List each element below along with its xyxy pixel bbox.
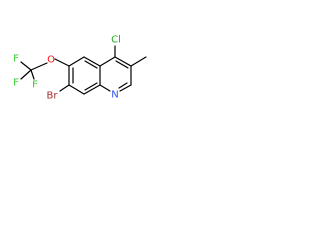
atom-fluorine-3: F (32, 80, 38, 91)
bond-c7-br (59, 84, 70, 92)
molecule-structure: F F F O Cl Br N (13, 35, 147, 102)
bond-c2-n (119, 84, 132, 92)
bond-c-f3 (30, 69, 35, 80)
bond-o-c6 (54, 58, 70, 67)
bond-c8-c8a (83, 84, 101, 95)
bonds (20, 45, 147, 95)
bond-c4a-c4 (99, 56, 116, 67)
atom-fluorine-2: F (13, 78, 19, 89)
bond-c7-c8 (68, 84, 85, 95)
atoms: F F F O Cl Br N (13, 35, 121, 102)
bond-c4-c3 (114, 56, 132, 67)
bond-c4a-c5-inner (84, 60, 98, 69)
bond-n-c8a (99, 84, 111, 92)
atom-bromine: Br (47, 91, 59, 102)
bond-c5-c6 (68, 56, 85, 67)
bond-c2-n-inner (118, 82, 128, 89)
atom-chlorine: Cl (111, 35, 121, 46)
bond-c4-c3-inner (115, 60, 129, 69)
atom-oxygen: O (47, 55, 55, 66)
atom-fluorine-1: F (13, 54, 19, 65)
atom-nitrogen: N (111, 90, 118, 101)
bond-c3-methyl (130, 56, 147, 67)
bond-c8-c8a-inner (84, 82, 98, 91)
bond-c-f2 (20, 69, 32, 80)
bond-c4a-c5 (83, 56, 101, 67)
bond-c-o (30, 62, 48, 71)
bond-c-f1 (20, 61, 32, 71)
